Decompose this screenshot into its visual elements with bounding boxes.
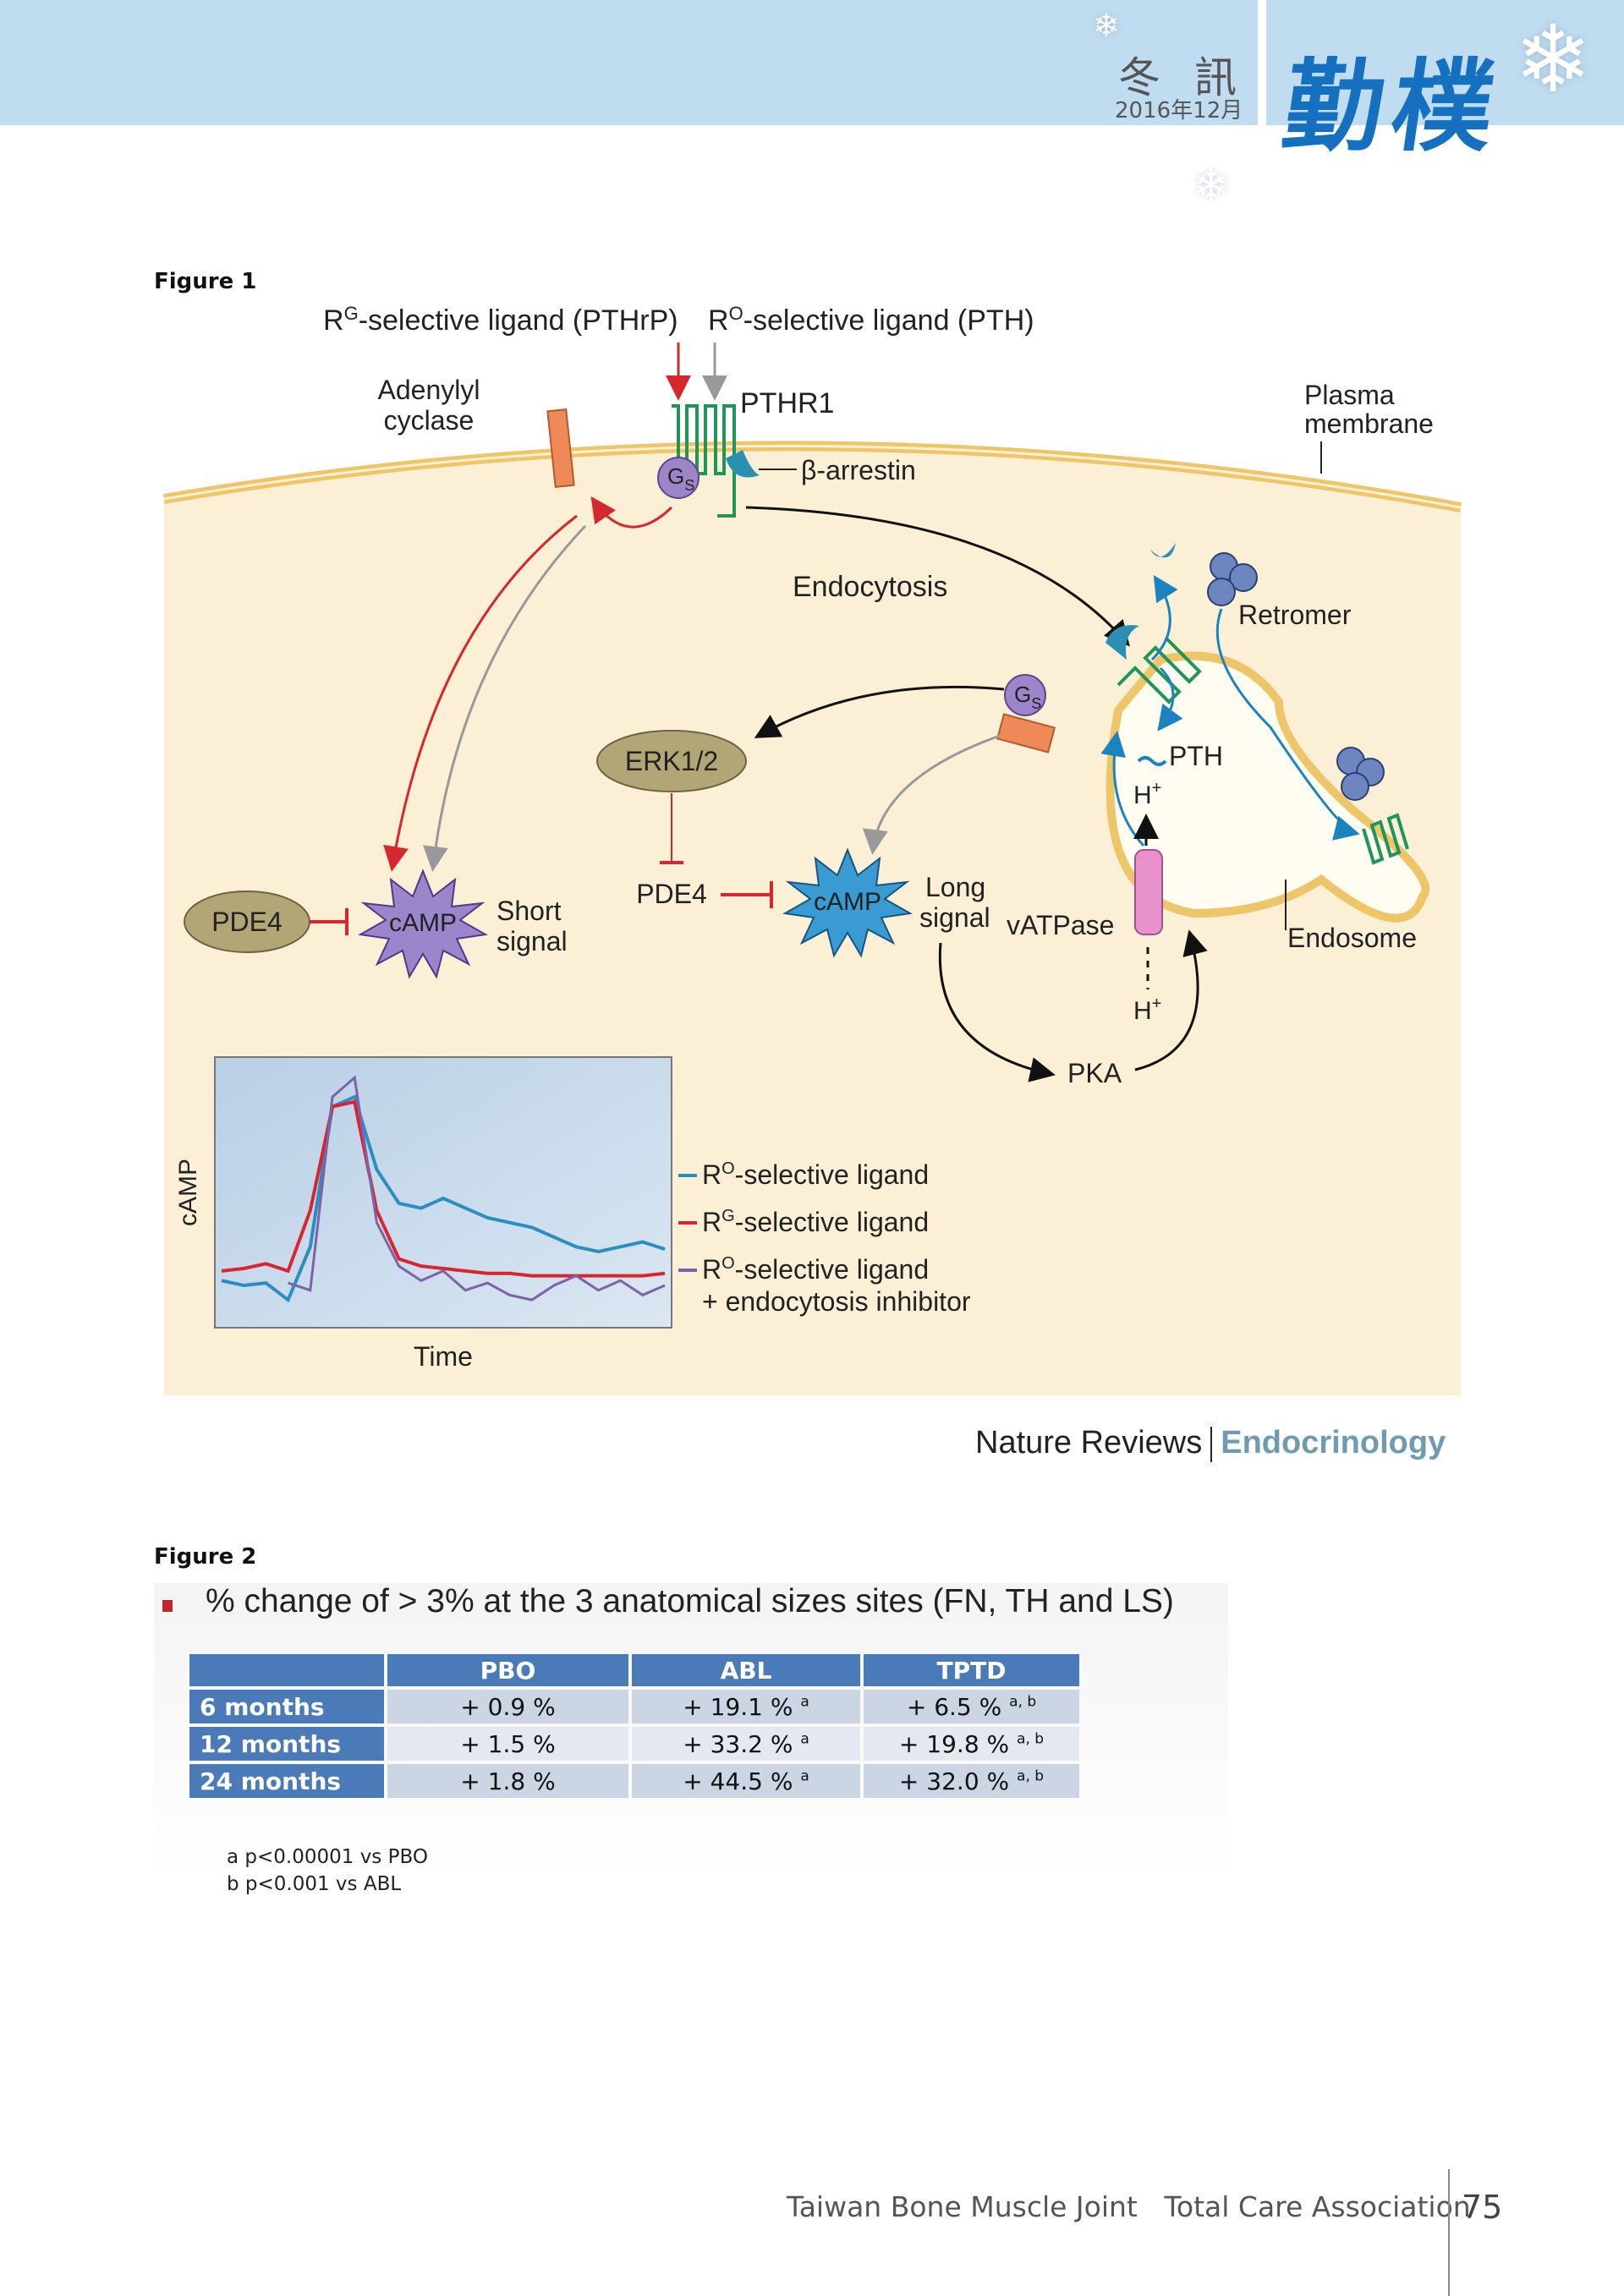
footnote-a: a p<0.00001 vs PBO [227,1846,428,1868]
recycled-receptor [1362,813,1409,865]
table-header-corner [189,1654,384,1686]
snowflake-icon: ❄ [1193,162,1230,211]
camp-long-burst [782,847,914,958]
endosomal-receptor [1116,636,1202,704]
adenylyl-cyclase-label: Adenylyl [378,375,480,405]
svg-text:cyclase: cyclase [384,405,475,436]
table-row: 24 months + 1.8 % + 44.5 % a + 32.0 % a,… [189,1764,1079,1798]
pth-label: PTH [1169,741,1223,771]
legend-label-0: RO-selective ligand [702,1159,929,1190]
cell-pbo: + 1.8 % [387,1764,628,1798]
cell-abl: + 33.2 % a [632,1727,860,1761]
issue-season: 冬訊 [1118,53,1270,102]
svg-text:ERK1/2: ERK1/2 [625,746,718,776]
table-header-row: PBO ABL TPTD [189,1654,1079,1686]
legend-label-2-line2: + endocytosis inhibitor [702,1286,971,1317]
figure1-diagram: RG-selective ligand (PTHrP) RO-selective… [162,304,1462,1395]
credit-publisher: Nature Reviews [975,1425,1203,1460]
erk-node [596,730,747,792]
table-header-tptd: TPTD [864,1654,1079,1686]
short-signal-label: Short [497,896,562,926]
credit-journal: Endocrinology [1221,1425,1446,1460]
snowflake-icon: ❄ [1514,8,1593,112]
vatpase-label: vATPase [1007,910,1114,940]
svg-text:membrane: membrane [1304,408,1434,439]
figure1-label: Figure 1 [154,269,257,294]
figure1-credit: Nature Reviews Endocrinology [975,1425,1446,1462]
svg-text:GS: GS [667,463,694,494]
plasma-membrane-label: Plasma [1304,380,1395,410]
cell-abl: + 44.5 % a [632,1764,860,1798]
camp-short-burst [357,869,489,979]
gs-protein-endosome [1004,674,1046,716]
ligand-rg-label: RG-selective ligand (PTHrP) [323,304,678,337]
camp-time-chart: cAMP Time RO-selective ligandRG-selectiv… [174,1056,971,1372]
footer-association: Taiwan Bone Muscle Joint Total Care Asso… [787,2190,1471,2223]
chart-series-line-1 [221,1099,666,1278]
figure2-label: Figure 2 [154,1544,257,1570]
svg-text:H+: H+ [1133,995,1161,1025]
row-label: 24 months [189,1764,384,1798]
bullet-icon [162,1600,173,1612]
row-label: 6 months [189,1690,384,1723]
table-header-abl: ABL [632,1654,860,1686]
cell-tptd: + 6.5 % a, b [864,1690,1079,1723]
pth-peptide [1137,756,1167,766]
table-header-pbo: PBO [387,1654,628,1686]
svg-text:H+: H+ [1133,779,1161,809]
footnote-b: b p<0.001 vs ABL [227,1873,402,1895]
cell-tptd: + 32.0 % a, b [864,1764,1079,1798]
credit-separator [1210,1426,1213,1462]
svg-text:cAMP: cAMP [814,888,881,916]
svg-text:GS: GS [1014,682,1041,712]
chart-series-line-0 [221,1094,666,1303]
footer-divider [1448,2169,1450,2296]
row-label: 12 months [189,1727,384,1761]
beta-arrestin-shape [726,450,760,478]
cell-pbo: + 1.5 % [387,1727,628,1761]
svg-text:cAMP: cAMP [389,909,457,937]
chart-y-axis-label: cAMP [174,1159,202,1226]
ligand-ro-label: RO-selective ligand (PTH) [708,304,1034,337]
results-table: PBO ABL TPTD 6 months + 0.9 % + 19.1 % a… [186,1651,1083,1801]
adenylyl-cyclase-shape [546,408,575,489]
endocytosis-label: Endocytosis [793,571,947,603]
chart-x-axis-label: Time [414,1341,473,1372]
receptor-label: PTHR1 [740,387,834,419]
beta-arrestin-released [1150,543,1176,558]
page-number: 75 [1462,2189,1503,2226]
beta-arrestin-label: β-arrestin [801,455,916,485]
vatpase-channel [1134,849,1163,935]
header-band [0,0,1258,125]
endosome-label: Endosome [1287,923,1417,953]
table-row: 12 months + 1.5 % + 33.2 % a + 19.8 % a,… [189,1727,1079,1761]
issue-date: 2016年12月 [1115,98,1243,123]
svg-text:signal: signal [497,926,568,956]
retromer-complex [1207,552,1258,606]
header-brand-band [1266,0,1624,125]
legend-label-2: RO-selective ligand [702,1254,929,1285]
publication-brand: 勤樸 [1276,47,1510,165]
gs-protein [657,457,700,499]
cell-tptd: + 19.8 % a, b [864,1727,1079,1761]
retromer-label: Retromer [1238,600,1352,630]
snowflake-icon: ❄ [1093,8,1120,44]
pka-label: PKA [1067,1058,1122,1088]
retromer-complex-endosome [1336,747,1385,801]
svg-text:PDE4: PDE4 [211,907,283,937]
cell-pbo: + 0.9 % [387,1690,628,1723]
cell-abl: + 19.1 % a [632,1690,860,1723]
table-row: 6 months + 0.9 % + 19.1 % a + 6.5 % a, b [189,1690,1079,1723]
legend-label-1: RG-selective ligand [702,1207,929,1237]
pde4-mid-label: PDE4 [636,879,707,909]
header-divider [1258,0,1266,125]
chart-series-line-2 [288,1075,666,1301]
svg-text:signal: signal [919,902,990,933]
adenylyl-cyclase-endosome [996,713,1056,753]
long-signal-label: Long [925,872,985,902]
figure2-title: % change of > 3% at the 3 anatomical siz… [206,1583,1174,1619]
